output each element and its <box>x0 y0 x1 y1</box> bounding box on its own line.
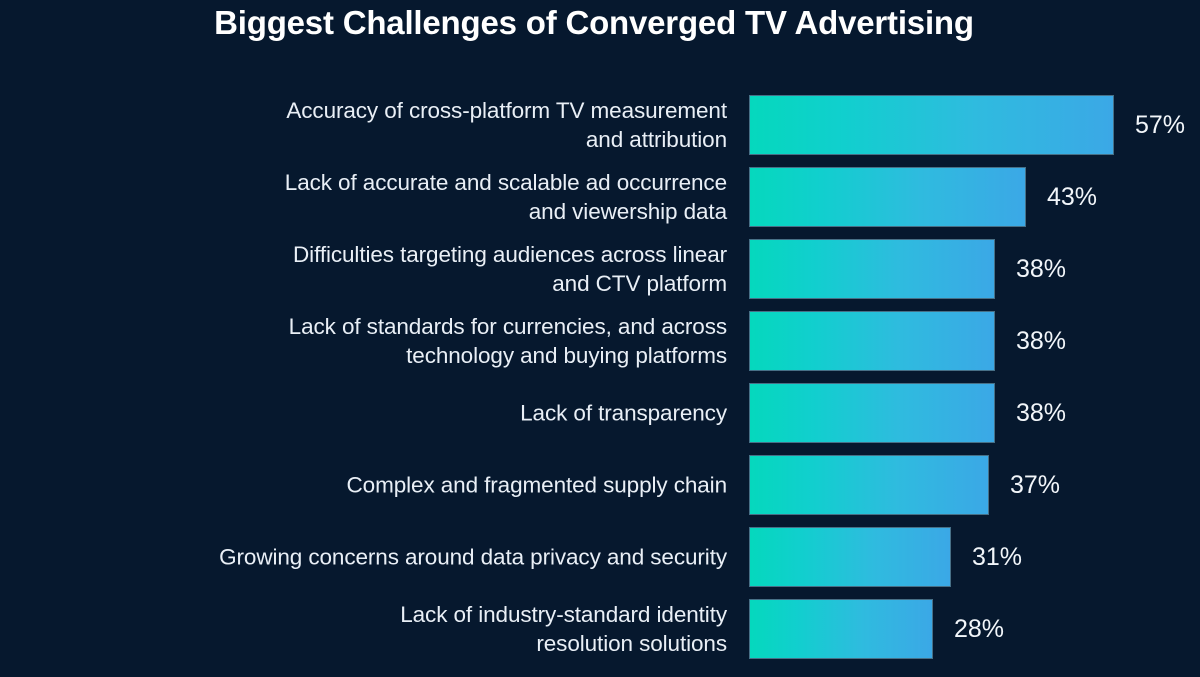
category-label: Lack of transparency <box>520 400 727 426</box>
bar-row: Difficulties targeting audiences across … <box>0 240 1200 298</box>
bar-row: Lack of accurate and scalable ad occurre… <box>0 168 1200 226</box>
bar-row: Complex and fragmented supply chain 37% <box>0 456 1200 514</box>
bar-value-label: 38% <box>1016 399 1067 427</box>
bar-row: Growing concerns around data privacy and… <box>0 528 1200 586</box>
bar-row: Lack of standards for currencies, and ac… <box>0 312 1200 370</box>
bar <box>750 240 994 298</box>
category-label: Complex and fragmented supply chain <box>346 472 728 498</box>
plot-area: Accuracy of cross-platform TV measuremen… <box>0 96 1200 677</box>
bar <box>750 96 1113 154</box>
category-label: Difficulties targeting audiences across … <box>293 242 727 296</box>
category-label: Accuracy of cross-platform TV measuremen… <box>286 98 727 152</box>
bar-value-label: 37% <box>1010 471 1061 499</box>
category-label: Lack of accurate and scalable ad occurre… <box>284 170 727 224</box>
category-label: Lack of standards for currencies, and ac… <box>288 314 727 368</box>
bar-value-label: 38% <box>1016 255 1067 283</box>
bar-value-label: 57% <box>1135 111 1186 139</box>
bar <box>750 168 1025 226</box>
bar <box>750 456 988 514</box>
bar-value-label: 31% <box>972 543 1023 571</box>
bar-row: Lack of transparency 38% <box>0 384 1200 442</box>
category-label: Lack of industry-standard identity resol… <box>400 602 727 656</box>
bar-value-label: 28% <box>954 615 1005 643</box>
bar <box>750 528 950 586</box>
category-label: Growing concerns around data privacy and… <box>219 544 727 570</box>
bar-row: Accuracy of cross-platform TV measuremen… <box>0 96 1200 154</box>
chart-title: Biggest Challenges of Converged TV Adver… <box>214 4 974 41</box>
bar <box>750 384 994 442</box>
bar-row: Lack of industry-standard identity resol… <box>0 600 1200 658</box>
bar <box>750 312 994 370</box>
bar-value-label: 43% <box>1047 183 1098 211</box>
bar-value-label: 38% <box>1016 327 1067 355</box>
bar <box>750 600 932 658</box>
